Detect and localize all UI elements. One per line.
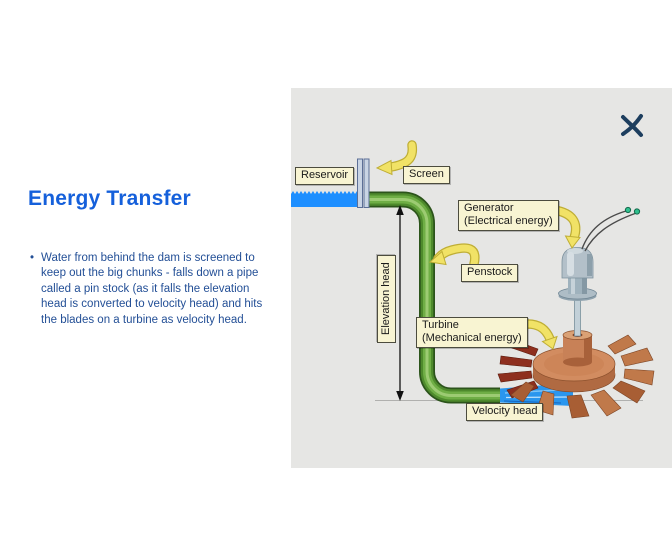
turbine-label: Turbine (Mechanical energy) <box>416 317 528 348</box>
generator-wires <box>581 210 636 252</box>
turbine-label-line1: Turbine <box>422 319 459 331</box>
generator-label-line1: Generator <box>464 202 514 214</box>
page-title: Energy Transfer <box>28 187 191 210</box>
penstock-pipe <box>368 191 500 404</box>
penstock-label: Penstock <box>461 264 519 282</box>
diagram-panel: Reservoir Screen Generator (Electrical e… <box>291 88 672 468</box>
turbine <box>497 330 655 419</box>
wire-terminal-icon <box>624 206 632 214</box>
bullet-text: Water from behind the dam is screened to… <box>41 252 263 326</box>
generator-label-line2: (Electrical energy) <box>464 215 553 227</box>
list-item: • Water from behind the dam is screened … <box>30 251 278 328</box>
generator <box>558 247 597 301</box>
turbine-label-line2: (Mechanical energy) <box>422 332 522 344</box>
penstock-pointer-arrow <box>428 243 480 269</box>
reservoir-label: Reservoir <box>295 167 355 185</box>
velocity-head-label: Velocity head <box>466 403 544 421</box>
screen-pointer-arrow <box>375 140 418 176</box>
bullet-icon: • <box>30 252 35 264</box>
screen-label: Screen <box>403 166 450 184</box>
generator-label: Generator (Electrical energy) <box>458 200 559 231</box>
wire-terminal-icon <box>633 208 641 215</box>
bullet-list: • Water from behind the dam is screened … <box>30 251 278 328</box>
hydroelectric-diagram <box>291 114 655 419</box>
elevation-head-label: Elevation head <box>377 255 396 343</box>
intake-screen <box>357 158 370 208</box>
turbine-shaft <box>574 297 581 337</box>
reservoir-water <box>291 191 359 207</box>
elevation-head-arrow <box>396 205 404 401</box>
logo-icon <box>621 114 643 137</box>
